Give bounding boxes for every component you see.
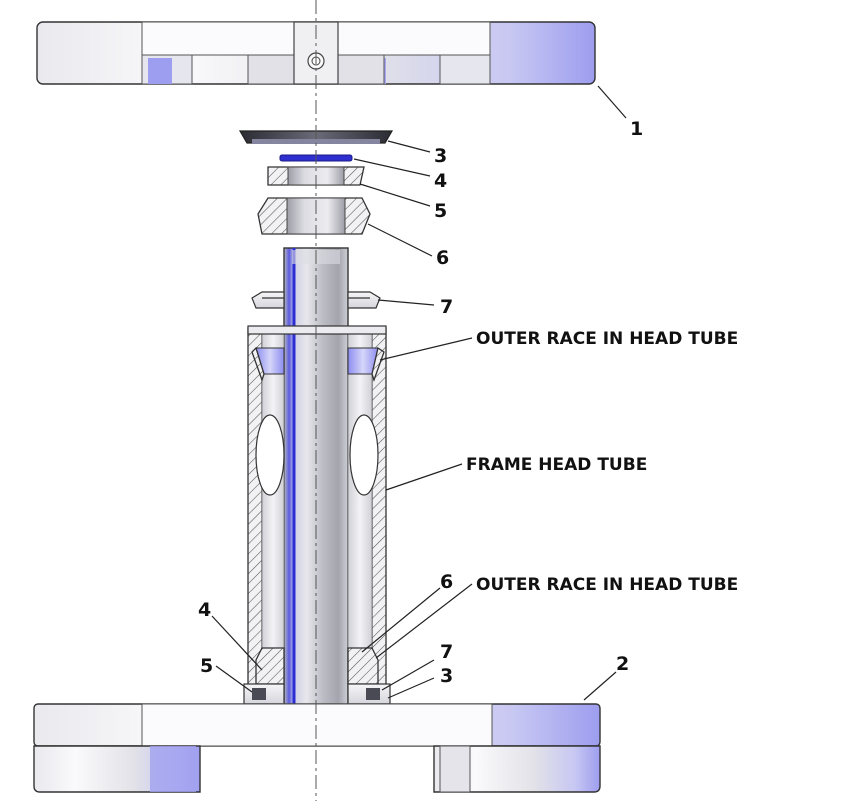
callout-3-bottom: 3 bbox=[440, 665, 453, 687]
callout-6-top: 6 bbox=[436, 247, 449, 269]
callout-5-top: 5 bbox=[434, 200, 447, 222]
top-bearing-part-6 bbox=[257, 197, 371, 235]
bottom-crown-part-2 bbox=[33, 703, 601, 793]
bottom-seal-parts bbox=[243, 683, 391, 705]
callout-6-bottom: 6 bbox=[440, 571, 453, 593]
label-outer-race-bottom: OUTER RACE IN HEAD TUBE bbox=[476, 575, 738, 595]
callout-4-top: 4 bbox=[434, 170, 447, 192]
callout-3-top: 3 bbox=[434, 145, 447, 167]
frame-head-tube bbox=[247, 325, 387, 705]
callout-1: 1 bbox=[630, 118, 643, 140]
callout-7-top: 7 bbox=[440, 296, 453, 318]
callout-5-bottom: 5 bbox=[200, 655, 213, 677]
callout-2: 2 bbox=[616, 653, 629, 675]
top-washer-part-7 bbox=[251, 291, 381, 309]
callout-7-bottom: 7 bbox=[440, 641, 453, 663]
callout-4-bottom: 4 bbox=[198, 599, 211, 621]
label-outer-race-top: OUTER RACE IN HEAD TUBE bbox=[476, 329, 738, 349]
leader-lines bbox=[211, 85, 627, 701]
label-frame-head-tube: FRAME HEAD TUBE bbox=[466, 455, 647, 475]
